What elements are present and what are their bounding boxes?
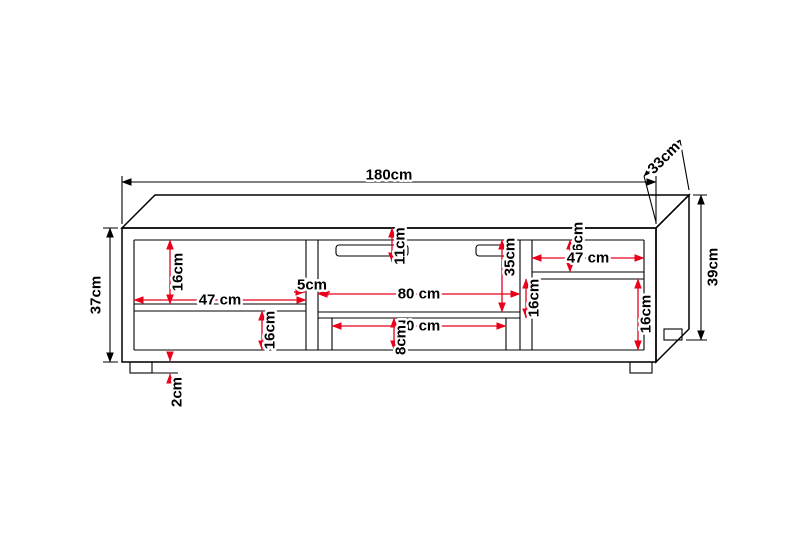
extension-lines-foot-height xyxy=(152,361,178,374)
dim-label-left-compartment-width: 47 cm xyxy=(199,292,242,309)
dim-label-left-lower-clearance: 16cm xyxy=(262,311,279,349)
dim-label-middle-niche-width: 80 cm xyxy=(398,286,441,303)
outer-dimension-lines xyxy=(103,139,707,374)
dimension-labels: 180cm 33cm 39cm 37cm 16cm 47 cm 5cm 11cm… xyxy=(85,136,724,410)
vent-slot-left xyxy=(335,244,409,257)
dim-label-middle-right-clearance: 16cm xyxy=(526,279,543,317)
foot-back-right xyxy=(663,328,683,341)
dim-label-right-lower-clearance: 16cm xyxy=(638,295,655,333)
vent-slot-right xyxy=(475,244,513,257)
dim-label-divider-thickness: 5cm xyxy=(297,277,327,294)
dim-label-top-rail-height: 11cm xyxy=(392,227,409,265)
dim-label-total-depth: 33cm xyxy=(644,138,683,177)
dim-label-total-width: 180cm xyxy=(366,167,413,184)
dim-label-middle-niche-height: 35cm xyxy=(502,238,519,276)
dim-label-right-upper-clearance: 16cm xyxy=(570,222,587,260)
foot-front-right xyxy=(629,361,653,374)
inner-dimension-lines xyxy=(133,227,645,384)
dim-label-total-height: 39cm xyxy=(705,248,722,286)
dim-line-total-depth xyxy=(643,139,681,177)
dim-label-lower-niche-height: 8cm xyxy=(393,325,410,355)
foot-front-left xyxy=(129,361,153,374)
dim-label-left-upper-clearance: 16cm xyxy=(170,253,187,291)
dim-label-foot-height: 2cm xyxy=(169,377,186,407)
dim-label-lower-niche-width: 70 cm xyxy=(398,318,441,335)
extension-lines-total-depth xyxy=(643,139,690,223)
dim-label-right-compartment-width: 47 cm xyxy=(567,250,610,267)
top-face xyxy=(120,194,691,229)
dim-label-front-height: 37cm xyxy=(88,276,105,314)
right-side-face xyxy=(655,193,690,364)
